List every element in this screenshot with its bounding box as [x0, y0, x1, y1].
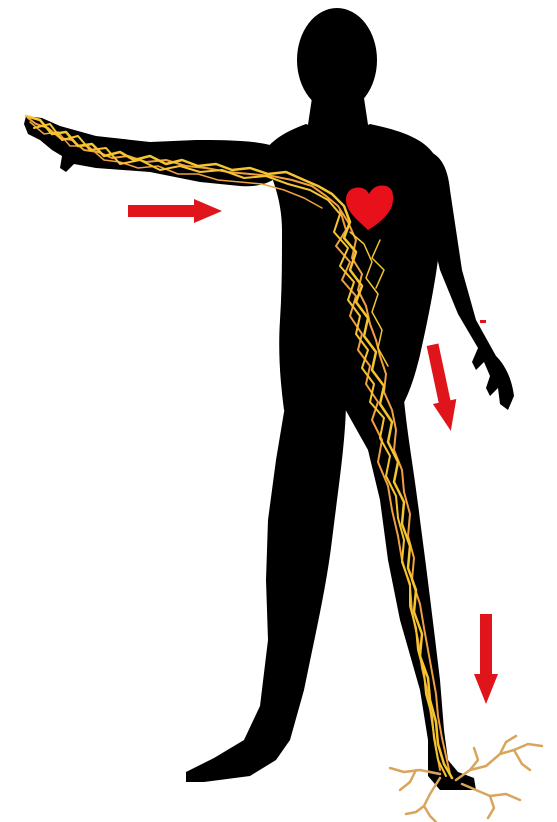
crack — [514, 750, 530, 770]
right-leg — [340, 400, 476, 790]
arrow-icon — [128, 199, 222, 223]
crack — [470, 748, 478, 770]
crack — [400, 770, 416, 790]
head — [297, 8, 377, 112]
left-leg — [186, 400, 346, 782]
crack — [456, 744, 542, 780]
arrow-icon — [474, 614, 498, 704]
wrist-mark — [480, 320, 486, 323]
crack — [488, 796, 494, 818]
arrow-icon — [421, 342, 463, 433]
extended-arm — [24, 116, 286, 186]
crack — [424, 806, 436, 822]
